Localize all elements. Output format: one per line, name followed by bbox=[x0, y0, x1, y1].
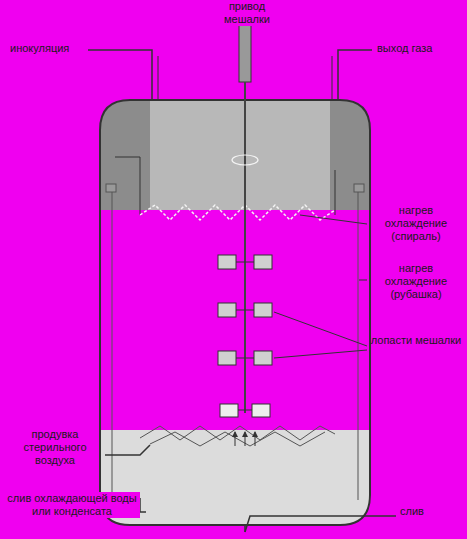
heating-coil bbox=[140, 205, 335, 220]
part-label: лопасти мешалки bbox=[368, 334, 464, 347]
leader-lines bbox=[274, 215, 367, 358]
part-label: продувка стерильного воздуха bbox=[4, 428, 106, 467]
part-label: выход газа bbox=[375, 42, 464, 55]
part-label: слив bbox=[398, 505, 462, 518]
vessel-wall bbox=[100, 100, 370, 525]
part-label: привод мешалки bbox=[205, 0, 289, 26]
sparger bbox=[105, 426, 335, 455]
top-nozzles bbox=[88, 50, 372, 100]
part-label: нагрев охлаждение (рубашка) bbox=[368, 262, 464, 301]
drains bbox=[134, 498, 396, 532]
part-label: инокуляция bbox=[8, 42, 92, 55]
part-label: нагрев охлаждение (спираль) bbox=[368, 204, 464, 243]
vessel-fill bbox=[95, 95, 375, 530]
impellers bbox=[218, 255, 272, 417]
coil-inlet bbox=[115, 157, 335, 215]
part-label: слив охлаждающей воды или конденсата bbox=[4, 492, 140, 518]
jacket bbox=[106, 184, 364, 500]
